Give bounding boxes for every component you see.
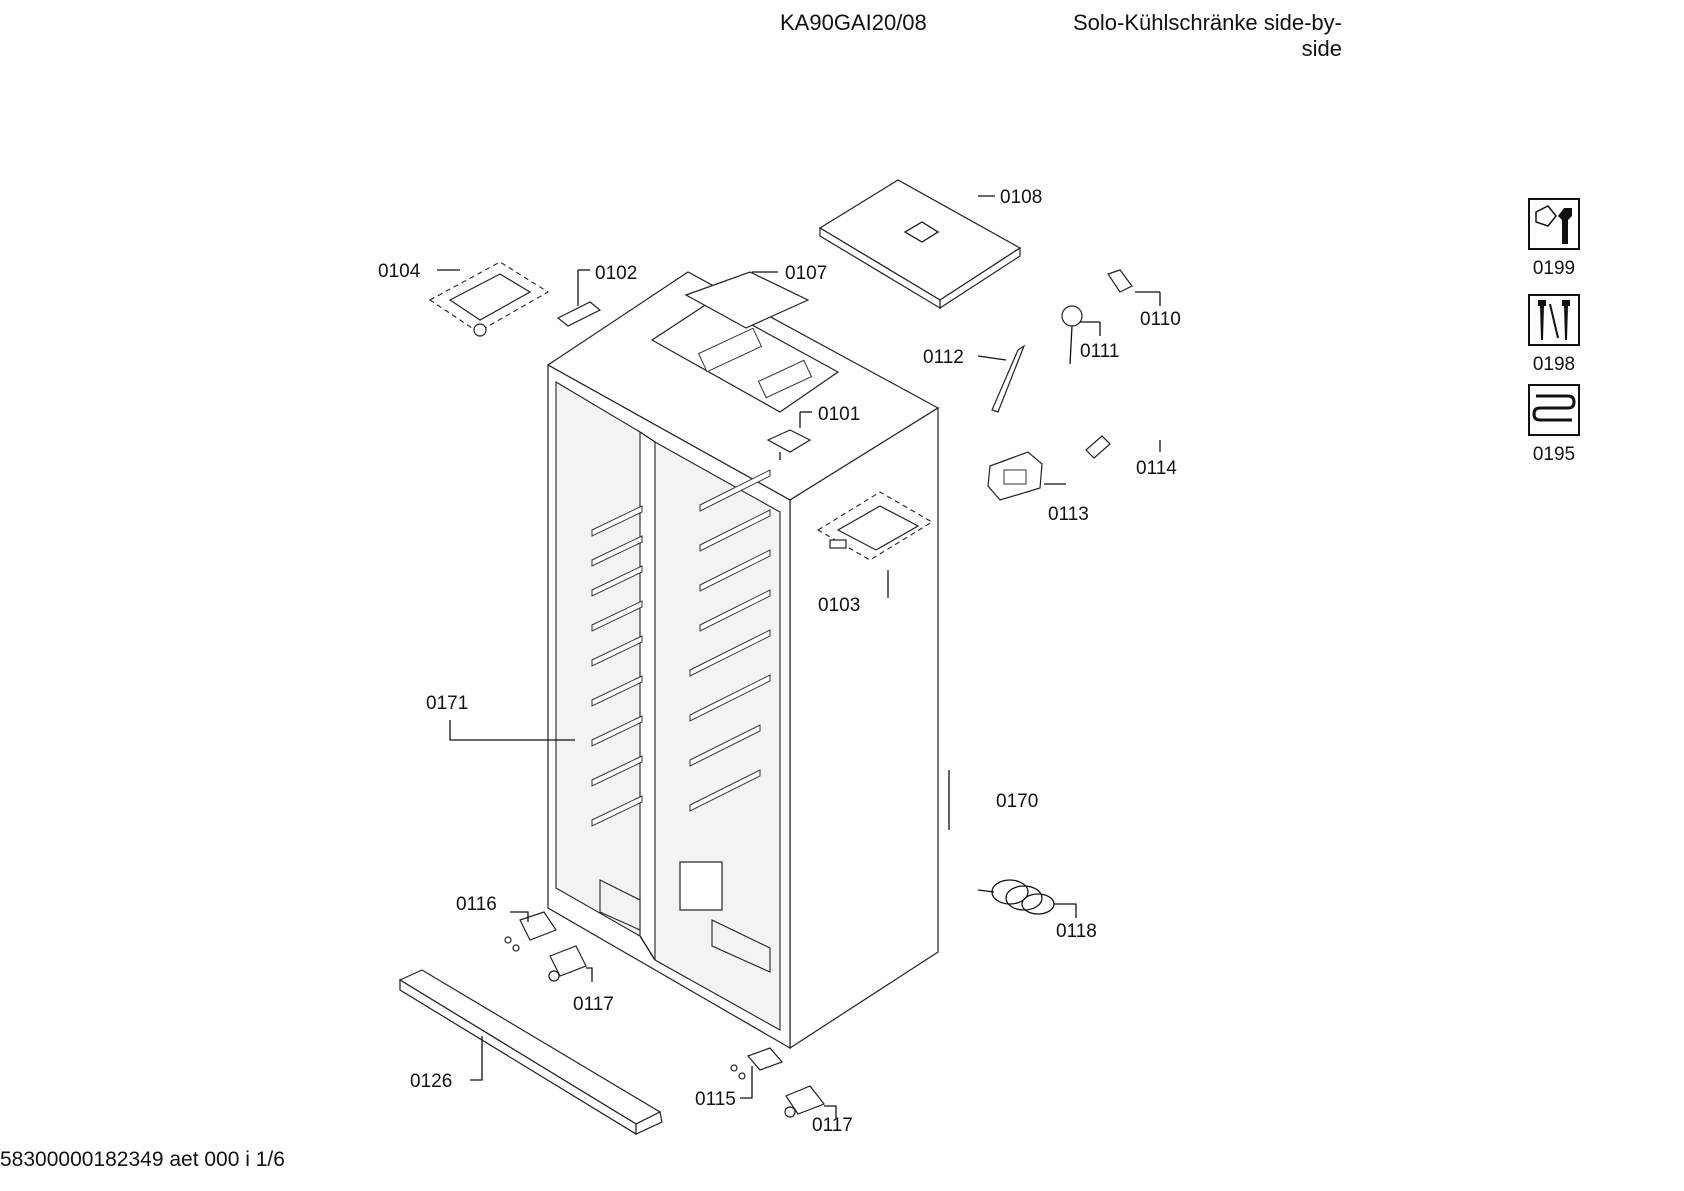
category-line-2: side xyxy=(1301,36,1342,61)
label-0170: 0170 xyxy=(996,791,1038,812)
part-0102-hinge xyxy=(556,288,602,327)
icon-label-0198: 0198 xyxy=(1532,354,1576,375)
part-0117-foot-upper xyxy=(548,945,587,982)
part-0115-foot-screw xyxy=(730,1047,784,1080)
part-0111-clip xyxy=(1061,305,1083,365)
label-0103: 0103 xyxy=(818,595,860,616)
model-number: KA90GAI20/08 xyxy=(780,10,927,35)
label-0115: 0115 xyxy=(695,1089,736,1110)
part-0101-hinge xyxy=(766,429,812,460)
wrench-icon[interactable] xyxy=(1528,198,1580,250)
icon-label-0199: 0199 xyxy=(1532,258,1576,279)
part-0113-housing xyxy=(987,451,1043,501)
part-0116-foot-bracket xyxy=(504,911,557,952)
icon-label-0195: 0195 xyxy=(1532,444,1576,465)
cabinet-body xyxy=(546,271,940,1050)
category-title: Solo-Kühlschränke side-by- side xyxy=(1020,10,1342,62)
label-0101: 0101 xyxy=(818,404,860,425)
screws-icon[interactable] xyxy=(1528,294,1580,346)
part-0126-base-rail xyxy=(398,969,663,1136)
label-0117-lower: 0117 xyxy=(812,1115,853,1136)
part-0108-top-cover xyxy=(818,179,1022,310)
document-id: 58300000182349 aet 000 i 1/6 xyxy=(0,1148,285,1171)
label-0108: 0108 xyxy=(1000,187,1042,208)
heater-coil-icon[interactable] xyxy=(1528,384,1580,436)
part-0107-control-box xyxy=(650,271,840,413)
part-0117-foot-lower xyxy=(784,1085,825,1118)
label-0110: 0110 xyxy=(1140,309,1181,330)
label-0126: 0126 xyxy=(410,1071,452,1092)
category-line-1: Solo-Kühlschränke side-by- xyxy=(1072,10,1342,35)
part-0104-hinge-cover xyxy=(428,261,550,337)
part-0114-roller xyxy=(1085,435,1111,459)
label-0118: 0118 xyxy=(1056,921,1097,942)
label-0111: 0111 xyxy=(1080,341,1119,362)
part-0118-heater-coil xyxy=(977,879,1055,915)
label-0113: 0113 xyxy=(1048,504,1089,525)
label-0116: 0116 xyxy=(456,894,497,915)
part-0103-hinge-cover xyxy=(816,491,934,561)
label-0114: 0114 xyxy=(1136,458,1177,479)
label-0102: 0102 xyxy=(595,263,637,284)
label-0104: 0104 xyxy=(378,261,421,282)
label-0112: 0112 xyxy=(923,347,964,368)
label-0117-upper: 0117 xyxy=(573,994,614,1015)
part-0110-bracket xyxy=(1107,269,1133,293)
part-0112-pin xyxy=(991,344,1026,413)
label-0171: 0171 xyxy=(426,693,468,714)
label-0107: 0107 xyxy=(785,263,827,284)
